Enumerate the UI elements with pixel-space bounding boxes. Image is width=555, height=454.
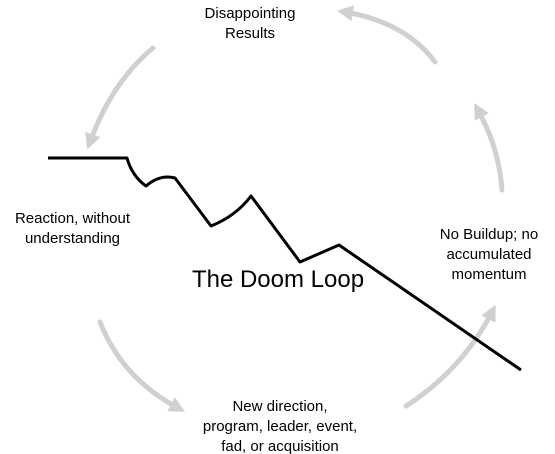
cycle-arrow-icon — [97, 319, 186, 412]
stage-label-line: Results — [224, 25, 276, 42]
stage-label-line: program, leader, event, — [202, 418, 358, 435]
cycle-arrow-icon — [474, 102, 505, 193]
stage-label-line: understanding — [24, 230, 121, 247]
diagram-title: The Doom Loop — [191, 266, 365, 293]
stage-label-line: momentum — [451, 266, 527, 283]
cycle-arrow-icon — [85, 45, 156, 150]
declining-trend-line — [48, 156, 522, 372]
stage-label-line: fad, or acquisition — [221, 438, 339, 454]
stage-label-line: New direction, — [232, 398, 328, 415]
stage-label-new-direction: New direction, program, leader, event, f… — [180, 397, 380, 454]
stage-label-line: Disappointing — [204, 5, 296, 22]
stage-label-line: accumulated — [446, 246, 532, 263]
stage-label-no-buildup: No Buildup; no accumulated momentum — [425, 225, 553, 285]
stage-label-reaction: Reaction, without understanding — [0, 209, 145, 249]
cycle-arrow-icon — [403, 304, 496, 409]
cycle-arrow-icon — [337, 5, 438, 65]
stage-label-disappointing-results: Disappointing Results — [170, 4, 330, 44]
stage-label-line: No Buildup; no — [439, 226, 539, 243]
stage-label-line: Reaction, without — [14, 210, 131, 227]
